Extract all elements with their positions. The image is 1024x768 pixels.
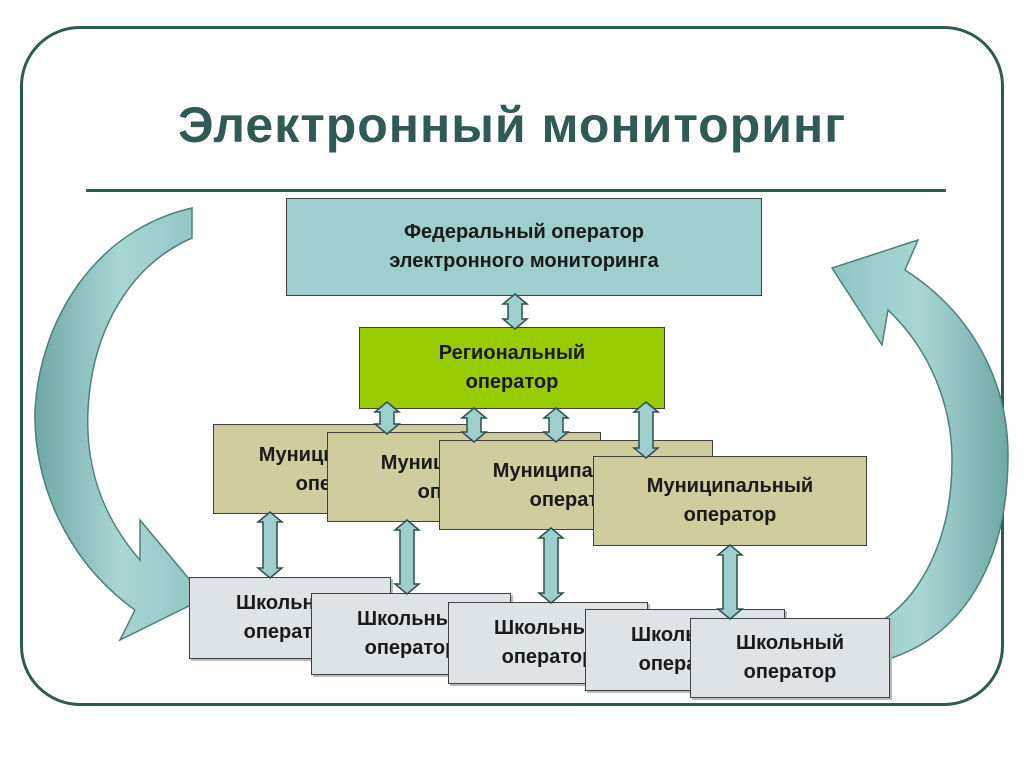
municipal-school-arrow: [392, 519, 422, 595]
school-operator-box: Школьный оператор: [690, 618, 890, 698]
school-operator-label: Школьный оператор: [735, 632, 845, 683]
municipal-operator-label: Муниципальный оператор: [646, 475, 814, 526]
regional-municipal-arrow: [372, 401, 402, 435]
regional-operator-box: Региональный оператор: [359, 327, 665, 409]
slide-title: Электронный мониторинг: [177, 97, 847, 153]
federal-operator-label: Федеральный оператор электронного монито…: [389, 221, 659, 272]
regional-municipal-arrow: [631, 401, 661, 459]
municipal-school-arrow: [536, 527, 566, 604]
right-curved-arrow: [830, 238, 1009, 663]
federal-regional-arrow: [500, 293, 530, 330]
school-operator-label: Школьный оператор: [356, 608, 466, 659]
municipal-operator-box: Муниципальный оператор: [593, 456, 867, 546]
school-operator-label: Школьный оператор: [493, 617, 603, 668]
regional-operator-label: Региональный оператор: [438, 342, 586, 393]
municipal-school-arrow: [715, 544, 745, 620]
title-divider: [86, 189, 946, 192]
left-curved-arrow: [34, 207, 207, 642]
regional-municipal-arrow: [541, 407, 571, 443]
regional-municipal-arrow: [459, 407, 489, 443]
federal-operator-box: Федеральный оператор электронного монито…: [286, 198, 762, 296]
municipal-school-arrow: [255, 511, 285, 579]
